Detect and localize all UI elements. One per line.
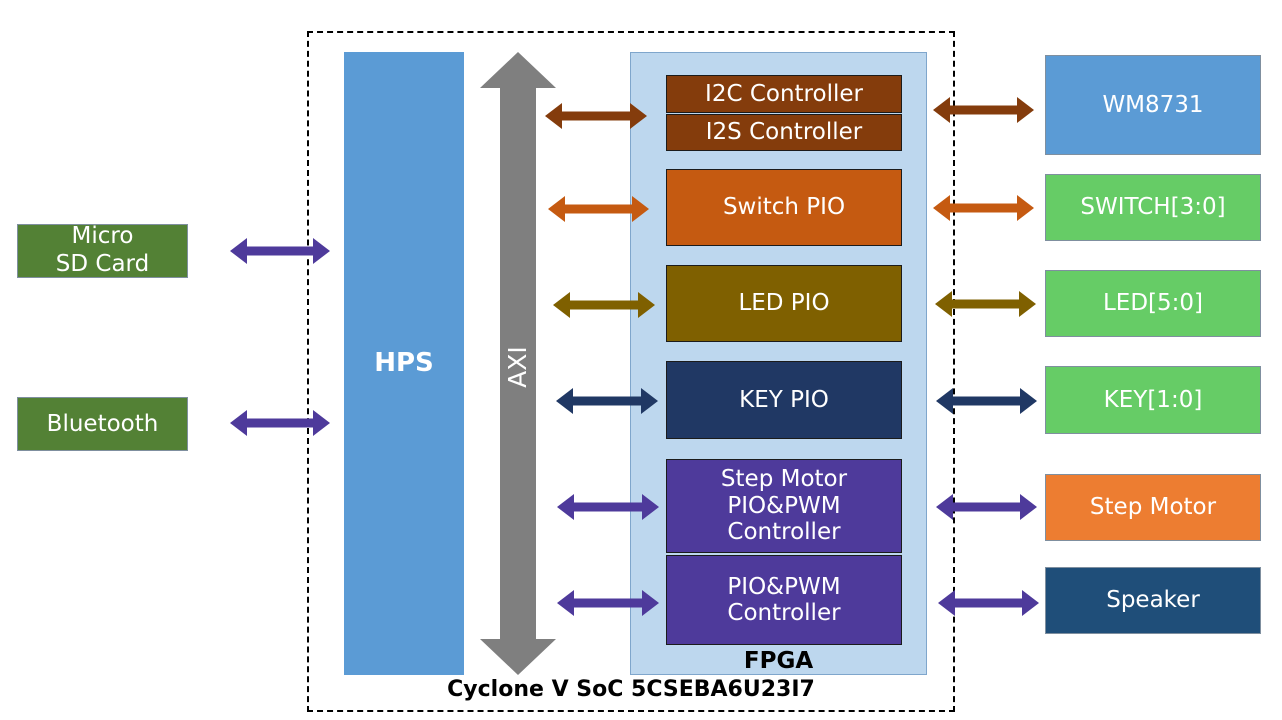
- led-pio-box: LED PIO: [666, 265, 902, 342]
- audio-controller-wm8731-arrow: [933, 97, 1034, 123]
- step-motor-controller-label: Step Motor PIO&PWM Controller: [720, 466, 848, 546]
- soc-label: Cyclone V SoC 5CSEBA6U23I7: [447, 677, 815, 702]
- hps-block: HPS: [344, 52, 464, 675]
- axi-step-motor-controller-arrow: [557, 494, 659, 520]
- bluetooth-box: Bluetooth: [17, 397, 188, 451]
- axi-audio-controller-arrow: [545, 103, 647, 129]
- pio-pwm-controller-label: PIO&PWM Controller: [727, 573, 841, 626]
- switch-peripheral-box: SWITCH[3:0]: [1045, 174, 1261, 241]
- soc-boundary: [307, 31, 955, 712]
- hps-label: HPS: [374, 347, 434, 378]
- key-peripheral-box: KEY[1:0]: [1045, 366, 1261, 434]
- wm8731-label: WM8731: [1102, 91, 1204, 118]
- micro-sd-card-box: Micro SD Card: [17, 223, 188, 278]
- i2s-controller-label: I2S Controller: [705, 119, 863, 146]
- key-pio-key-arrow: [936, 388, 1037, 414]
- led-pio-label: LED PIO: [738, 290, 830, 317]
- led-peripheral-box: LED[5:0]: [1045, 270, 1261, 337]
- switch-pio-switch-arrow: [933, 195, 1034, 221]
- axi-switch-pio-arrow: [548, 196, 649, 222]
- i2s-controller-box: I2S Controller: [666, 114, 902, 151]
- switch-pio-box: Switch PIO: [666, 169, 902, 246]
- step-motor-box: Step Motor: [1045, 474, 1261, 541]
- axi-bus-arrow: [480, 52, 556, 675]
- switch-pio-label: Switch PIO: [722, 194, 846, 221]
- key-pio-box: KEY PIO: [666, 361, 902, 439]
- i2c-controller-label: I2C Controller: [705, 80, 863, 107]
- led-pio-led-arrow: [935, 291, 1036, 317]
- speaker-box: Speaker: [1045, 567, 1261, 634]
- micro-sd-card-label: Micro SD Card: [55, 223, 150, 277]
- axi-led-pio-arrow: [553, 292, 655, 318]
- axi-label: AXI: [503, 346, 532, 388]
- axi-pwm-controller-arrow: [557, 590, 659, 616]
- key-peripheral-label: KEY[1:0]: [1103, 386, 1203, 413]
- bluetooth-hps-arrow: [230, 410, 330, 436]
- pio-pwm-controller-box: PIO&PWM Controller: [666, 555, 902, 645]
- wm8731-box: WM8731: [1045, 55, 1261, 155]
- fpga-label: FPGA: [743, 648, 814, 674]
- pwm-controller-speaker-arrow: [938, 590, 1039, 616]
- axi-key-pio-arrow: [556, 388, 658, 414]
- led-peripheral-label: LED[5:0]: [1102, 290, 1204, 317]
- bluetooth-label: Bluetooth: [46, 410, 159, 437]
- speaker-label: Speaker: [1106, 587, 1200, 614]
- switch-peripheral-label: SWITCH[3:0]: [1080, 194, 1226, 221]
- sd-card-hps-arrow: [230, 238, 330, 264]
- i2c-controller-box: I2C Controller: [666, 75, 902, 113]
- step-motor-controller-box: Step Motor PIO&PWM Controller: [666, 459, 902, 553]
- key-pio-label: KEY PIO: [739, 386, 829, 413]
- step-motor-controller-arrow: [936, 494, 1037, 520]
- step-motor-label: Step Motor: [1089, 494, 1217, 521]
